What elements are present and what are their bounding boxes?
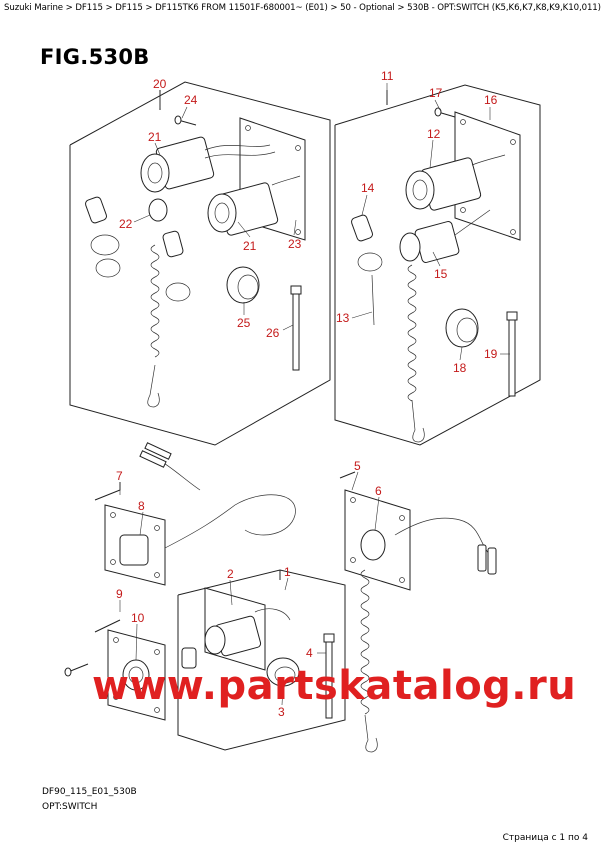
screw-9 <box>64 663 89 677</box>
breadcrumb-link-brand[interactable]: Suzuki Marine <box>4 3 63 13</box>
breadcrumb-link-submodel[interactable]: DF115 <box>115 3 143 13</box>
breadcrumb-separator: > <box>105 3 113 13</box>
switch-assembly-7 <box>94 442 296 586</box>
callout-13[interactable]: 13 <box>336 311 350 325</box>
cap-18 <box>445 308 479 348</box>
callout-21[interactable]: 21 <box>148 130 162 144</box>
screw-17 <box>434 107 456 118</box>
figure-code: DF90_115_E01_530B <box>42 787 137 797</box>
breadcrumb: Suzuki Marine > DF115 > DF115 > DF115TK6… <box>4 3 601 13</box>
callout-8[interactable]: 8 <box>138 499 145 513</box>
callout-24[interactable]: 24 <box>184 93 198 107</box>
callout-6[interactable]: 6 <box>375 484 382 498</box>
stop-switch-15 <box>399 209 491 263</box>
key-switch-2 <box>181 587 291 671</box>
breadcrumb-separator: > <box>65 3 73 13</box>
callout-20[interactable]: 20 <box>153 77 167 91</box>
key-switch-21-lower <box>207 175 301 236</box>
callout-3[interactable]: 3 <box>278 705 285 719</box>
breadcrumb-link-serial[interactable]: DF115TK6 FROM 11501F-680001~ (E01) <box>155 3 328 13</box>
callout-21[interactable]: 21 <box>243 239 257 253</box>
cable-tie-26 <box>290 285 302 371</box>
callout-2[interactable]: 2 <box>227 567 234 581</box>
callout-10[interactable]: 10 <box>131 611 145 625</box>
switch-assembly-5 <box>339 471 497 753</box>
callout-22[interactable]: 22 <box>119 217 133 231</box>
breadcrumb-current: 530B - OPT:SWITCH (K5,K6,K7,K8,K9,K10,01… <box>407 3 601 13</box>
breadcrumb-separator: > <box>397 3 405 13</box>
callout-25[interactable]: 25 <box>237 316 251 330</box>
callout-26[interactable]: 26 <box>266 326 280 340</box>
callout-4[interactable]: 4 <box>306 646 313 660</box>
cable-tie-19 <box>506 311 518 397</box>
figure-subtitle: OPT:SWITCH <box>42 802 98 812</box>
callout-numbers: 20 24 21 22 21 23 25 26 11 17 16 12 14 1… <box>116 69 498 719</box>
callout-9[interactable]: 9 <box>116 587 123 601</box>
figure-title: FIG.530B <box>40 45 150 69</box>
callout-16[interactable]: 16 <box>484 93 498 107</box>
callout-15[interactable]: 15 <box>434 267 448 281</box>
breadcrumb-link-model[interactable]: DF115 <box>75 3 103 13</box>
key-set-22 <box>85 196 191 302</box>
leader-lines <box>119 83 510 706</box>
callout-5[interactable]: 5 <box>354 459 361 473</box>
page-indicator: Страница с 1 по 4 <box>502 833 588 843</box>
mounting-plate-16 <box>454 111 521 241</box>
screw-24 <box>174 115 197 126</box>
callout-18[interactable]: 18 <box>453 361 467 375</box>
callout-14[interactable]: 14 <box>361 181 375 195</box>
callout-23[interactable]: 23 <box>288 237 302 251</box>
key-14 <box>351 214 383 272</box>
cable-tie-4 <box>323 633 335 719</box>
cap-3 <box>266 657 300 687</box>
callout-17[interactable]: 17 <box>429 86 443 100</box>
callout-19[interactable]: 19 <box>484 347 498 361</box>
group-9-frame <box>94 619 166 721</box>
cap-25 <box>226 266 260 304</box>
callout-1[interactable]: 1 <box>284 565 291 579</box>
callout-11[interactable]: 11 <box>381 69 394 83</box>
coil-lanyard-left <box>147 244 160 408</box>
breadcrumb-link-category[interactable]: 50 - Optional <box>340 3 395 13</box>
callout-12[interactable]: 12 <box>427 127 441 141</box>
breadcrumb-separator: > <box>145 3 153 13</box>
breadcrumb-separator: > <box>330 3 338 13</box>
watermark: www.partskatalog.ru <box>92 663 577 709</box>
group-1-frame <box>177 569 346 751</box>
key-switch-12 <box>405 154 506 211</box>
lanyard-13 <box>371 264 425 443</box>
key-switch-21-upper <box>140 136 276 193</box>
callout-7[interactable]: 7 <box>116 469 123 483</box>
